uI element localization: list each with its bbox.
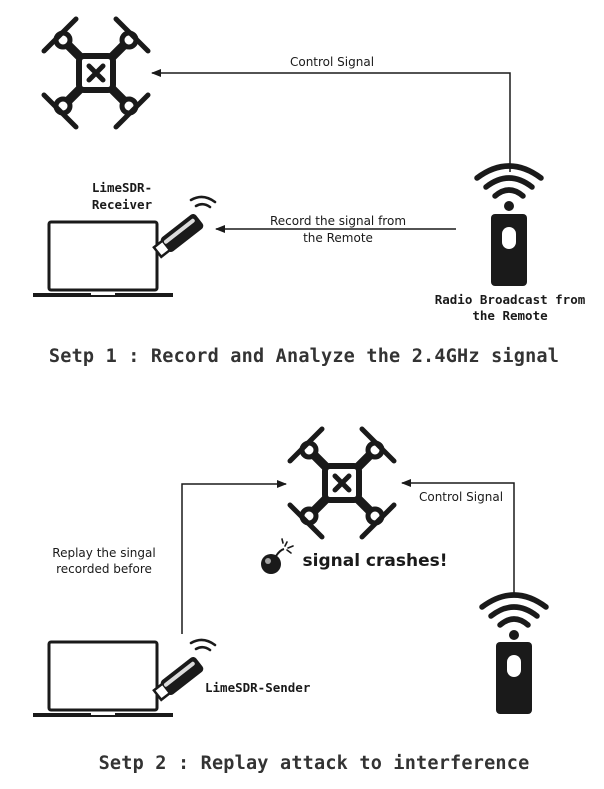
step2-control-signal-arrow (401, 479, 515, 596)
step2-replay-label-line2: recorded before (56, 562, 152, 576)
step1-caption: Setp 1 : Record and Analyze the 2.4GHz s… (49, 346, 559, 367)
step1-wifi-signal-icon (477, 166, 541, 211)
step1-remote-control-icon (491, 214, 527, 286)
step1-receiver-label-line1: LimeSDR- (92, 180, 152, 195)
step2-replay-label-line1: Replay the singal (52, 546, 155, 560)
step2-drone-icon (290, 429, 394, 537)
step1-remote-label-line1: Radio Broadcast from (435, 292, 586, 307)
step2-remote-control-icon (496, 642, 532, 714)
step1-control-signal-arrow (151, 69, 511, 172)
step1-receiver-label-line2: Receiver (92, 197, 153, 212)
step2-crash-label: signal crashes! (303, 551, 448, 571)
step1-record-label-line1: Record the signal from (270, 214, 406, 228)
step2-replay-arrow (181, 480, 287, 634)
step1-laptop-icon (31, 220, 175, 299)
step1-drone-icon (44, 19, 148, 127)
step2-caption: Setp 2 : Replay attack to interference (99, 753, 530, 774)
step2-sender-label: LimeSDR-Sender (205, 680, 311, 695)
step2-wifi-signal-icon (482, 595, 546, 640)
step2-laptop-icon (31, 640, 175, 719)
step1-control-signal-label: Control Signal (290, 55, 374, 69)
step2-control-signal-label: Control Signal (419, 490, 503, 504)
step1-remote-label-line2: the Remote (472, 308, 548, 323)
step1-record-label-line2: the Remote (303, 231, 373, 245)
step1-usb-sdr-dongle-icon (150, 195, 217, 261)
step2-bomb-icon (261, 538, 294, 574)
